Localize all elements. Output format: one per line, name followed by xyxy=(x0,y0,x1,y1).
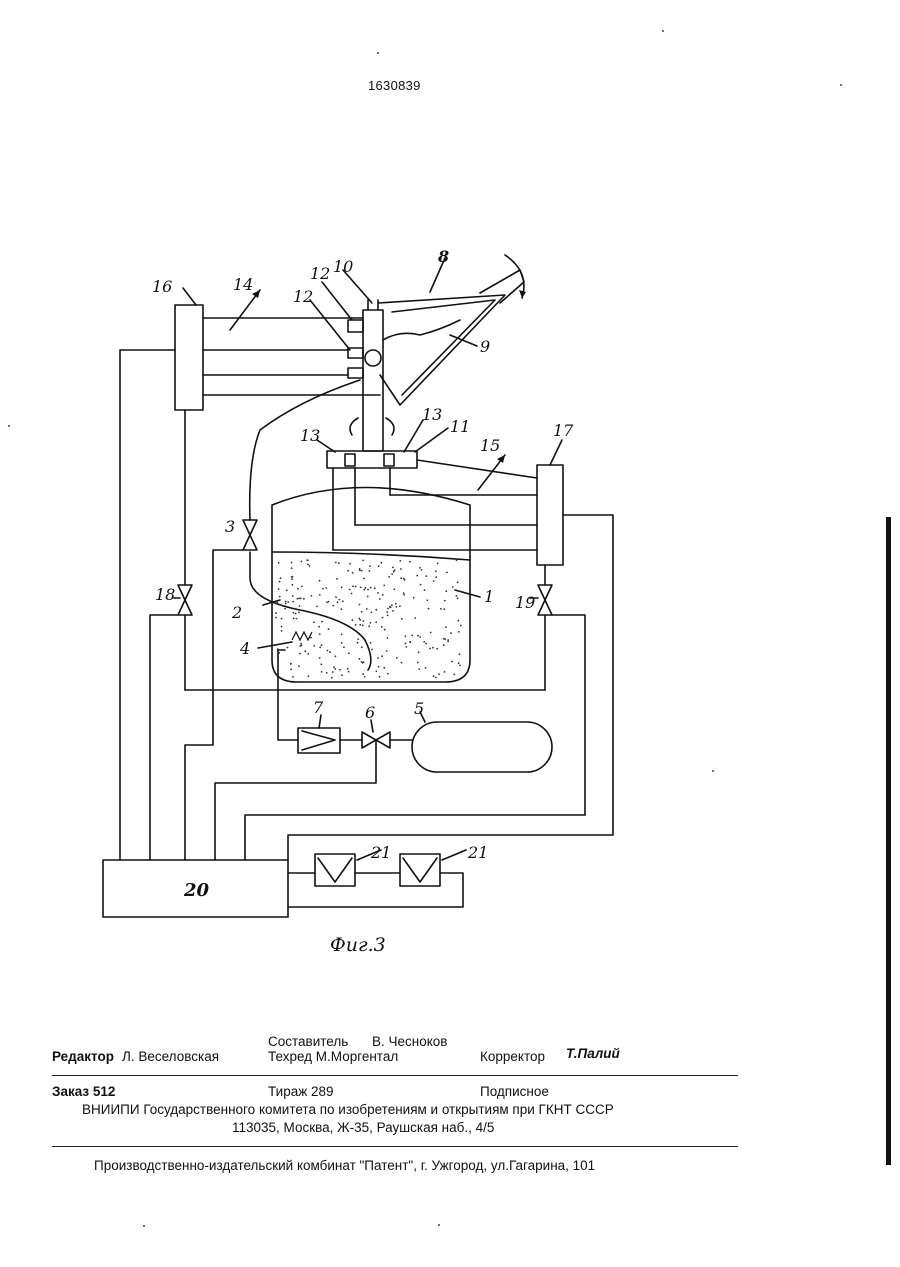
label-5: 5 xyxy=(414,699,424,718)
vessel-1 xyxy=(272,488,470,683)
label-6: 6 xyxy=(365,703,375,722)
label-16: 16 xyxy=(152,277,172,296)
organization-line: ВНИИПИ Государственного комитета по изоб… xyxy=(82,1102,614,1117)
figure-caption: Фиг.3 xyxy=(330,934,386,956)
subscription: Подписное xyxy=(480,1084,549,1099)
divider-top xyxy=(52,1075,738,1076)
divider-bottom xyxy=(52,1146,738,1147)
circulation: Тираж 289 xyxy=(268,1084,334,1099)
label-13-left: 13 xyxy=(300,426,320,445)
scan-speck xyxy=(143,1225,145,1227)
scan-speck xyxy=(8,425,10,427)
label-3: 3 xyxy=(225,517,235,536)
scan-edge-bar xyxy=(886,517,891,1165)
label-17: 17 xyxy=(553,421,574,440)
label-20: 20 xyxy=(183,880,210,901)
scan-speck xyxy=(662,30,664,32)
editor-label: Редактор xyxy=(52,1049,114,1064)
label-11: 11 xyxy=(450,417,470,436)
corrector-name: Т.Палий xyxy=(566,1046,620,1061)
address-line: 113035, Москва, Ж-35, Раушская наб., 4/5 xyxy=(232,1120,494,1135)
label-1: 1 xyxy=(484,587,494,606)
order-number: Заказ 512 xyxy=(52,1084,115,1099)
label-13-right: 13 xyxy=(422,405,442,424)
scan-speck xyxy=(377,52,379,54)
scan-speck xyxy=(712,770,714,772)
label-21-right: 21 xyxy=(467,843,488,862)
label-12-lower: 12 xyxy=(293,287,313,306)
techred: Техред М.Моргентал xyxy=(268,1049,398,1064)
label-10: 10 xyxy=(333,257,353,276)
compiler-label: Составитель xyxy=(268,1034,348,1049)
label-7: 7 xyxy=(313,698,324,717)
scan-speck xyxy=(840,84,842,86)
gas-cylinder-5 xyxy=(412,722,552,772)
label-19: 19 xyxy=(515,593,535,612)
compiler-name: В. Чесноков xyxy=(372,1034,447,1049)
label-18: 18 xyxy=(155,585,175,604)
label-4: 4 xyxy=(239,639,250,658)
label-2: 2 xyxy=(231,603,242,622)
label-9: 9 xyxy=(480,337,490,356)
label-8: 8 xyxy=(437,247,449,266)
label-15: 15 xyxy=(480,436,500,455)
label-12-upper: 12 xyxy=(310,264,330,283)
label-21-left: 21 xyxy=(370,843,391,862)
printer-line: Производственно-издательский комбинат "П… xyxy=(94,1158,595,1173)
editor-name: Л. Веселовская xyxy=(122,1049,219,1064)
scan-speck xyxy=(438,1224,440,1226)
powder-fill xyxy=(275,559,462,679)
label-14: 14 xyxy=(233,275,253,294)
corrector-label: Корректор xyxy=(480,1049,545,1064)
